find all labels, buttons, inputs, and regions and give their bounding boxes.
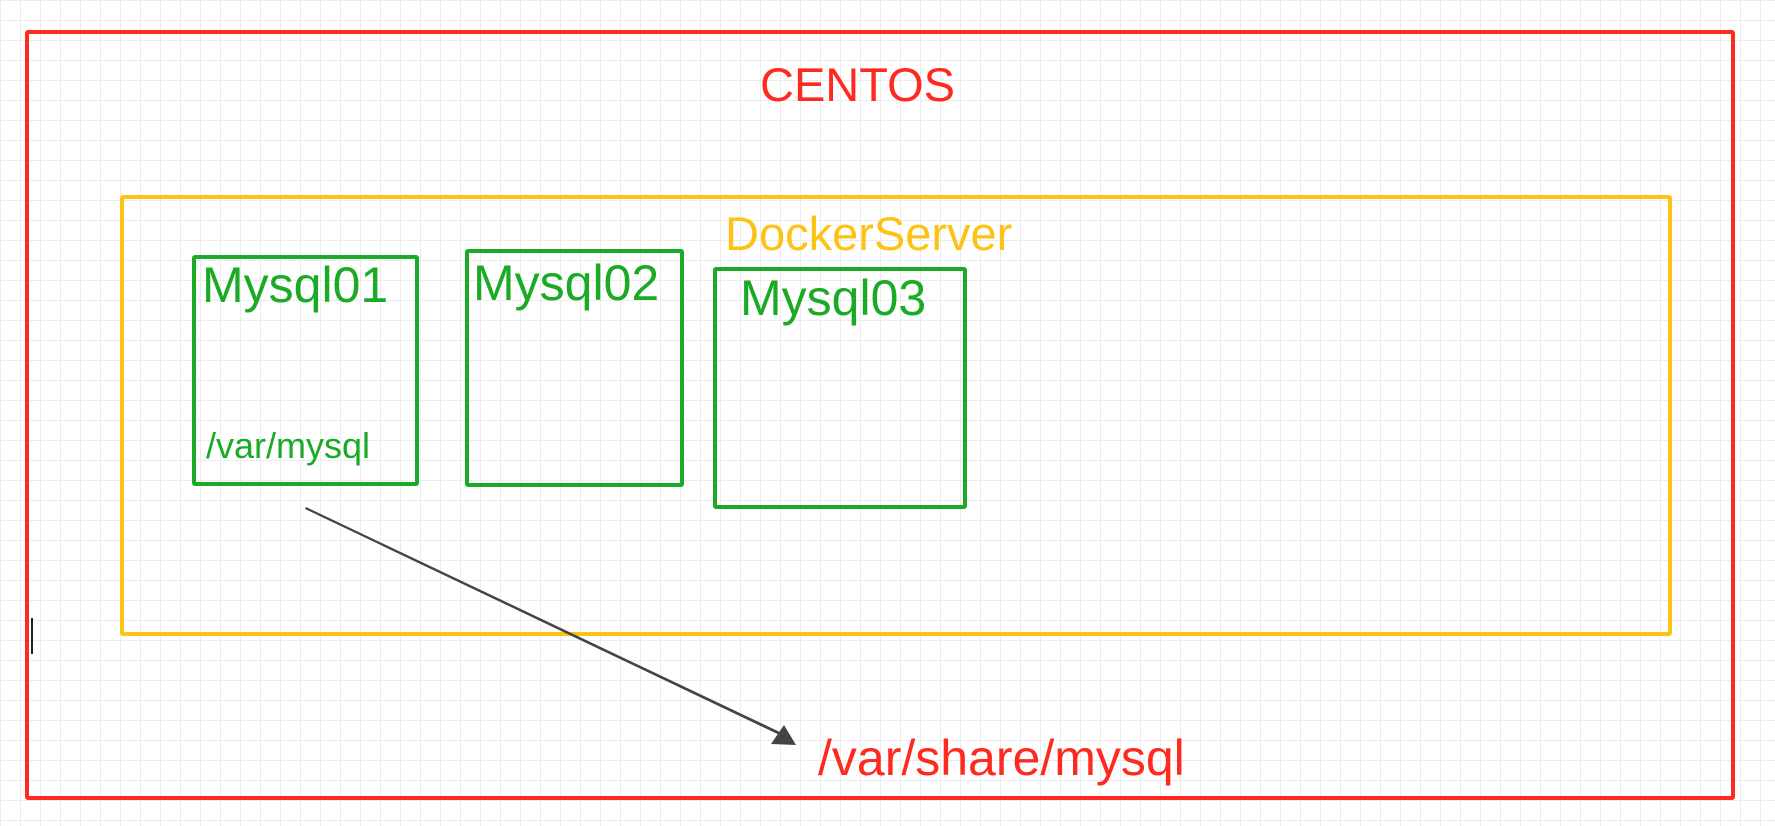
centos-host-box: [25, 30, 1735, 800]
docker-server-label: DockerServer: [725, 207, 1013, 260]
mysql02-label: Mysql02: [473, 255, 660, 311]
docker-server-box: [120, 195, 1672, 636]
mysql01-container-box: [192, 255, 419, 486]
mysql01-volume-path: /var/mysql: [206, 425, 371, 466]
centos-host-label: CENTOS: [760, 58, 955, 111]
mysql03-container-box: [713, 267, 967, 509]
host-share-path: /var/share/mysql: [818, 730, 1185, 786]
mysql01-label: Mysql01: [202, 257, 389, 313]
mysql02-container-box: [465, 249, 684, 487]
mysql03-label: Mysql03: [740, 270, 927, 326]
text-cursor: [31, 618, 33, 654]
